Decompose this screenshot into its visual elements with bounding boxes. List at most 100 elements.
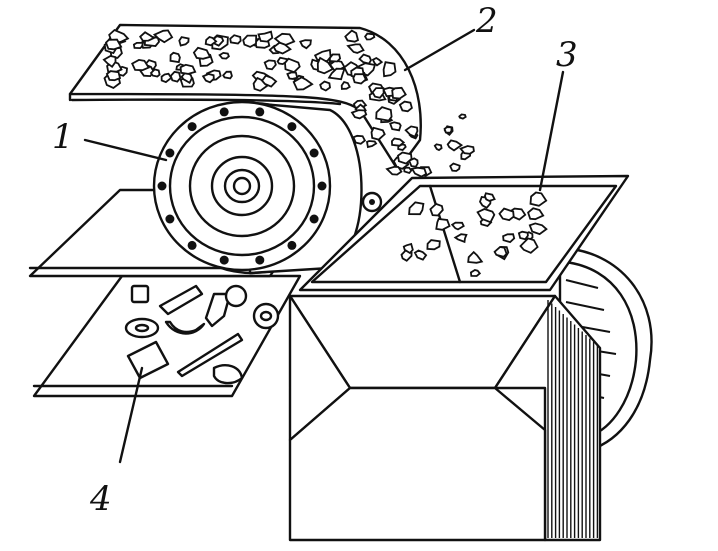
ore-pieces-in-chute [400, 191, 548, 277]
ore-piece [426, 239, 441, 251]
callout-chute: 3 [556, 35, 578, 75]
ore-piece [149, 68, 161, 78]
ore-piece [390, 137, 406, 147]
iron-cylinder [126, 340, 170, 380]
ore-piece [493, 246, 508, 258]
ore-piece [446, 139, 464, 152]
iron-objects [124, 284, 280, 385]
ore-piece [105, 70, 122, 82]
pulley-bolt [255, 255, 265, 265]
ore-piece [222, 70, 233, 80]
ore-piece [443, 126, 453, 134]
ore-piece [529, 191, 548, 207]
callout-iron-objects: 4 [89, 479, 112, 519]
ore-piece [169, 51, 181, 64]
pulley-bolt [187, 240, 197, 250]
ore-bin [288, 294, 602, 542]
iron-collection-tray [32, 274, 302, 398]
iron-clip [164, 320, 206, 335]
ore-piece [398, 100, 413, 113]
ore-piece [316, 56, 335, 75]
pulley-bolt [317, 181, 327, 191]
ore-piece [192, 46, 212, 60]
ore-piece [476, 208, 496, 224]
ore-piece [169, 70, 182, 83]
pulley-bolt [255, 107, 265, 117]
ore-piece [371, 56, 384, 67]
ore-piece [178, 36, 190, 47]
ore-piece [139, 31, 156, 42]
ore-piece [201, 73, 215, 84]
ore-piece [292, 76, 314, 91]
ore-piece [218, 51, 230, 60]
ore-piece [382, 61, 397, 78]
pulley-bolt [165, 148, 175, 158]
ore-piece [328, 53, 342, 63]
ore-piece [433, 143, 443, 152]
ore-piece [344, 29, 360, 43]
ore-piece [397, 151, 413, 165]
ore-pieces-on-belt [102, 28, 413, 149]
pulley-bolt [219, 107, 229, 117]
ore-piece [453, 233, 468, 244]
ore-piece [260, 74, 278, 88]
ore-piece [403, 166, 413, 175]
ore-piece [435, 218, 451, 231]
ore-piece [413, 249, 428, 261]
ore-piece [257, 30, 274, 43]
ore-piece [102, 55, 117, 68]
pulley-bolt [157, 181, 167, 191]
ore-piece [152, 29, 174, 44]
ore-piece [204, 35, 218, 47]
pulley-bolts [157, 107, 327, 265]
iron-rod [176, 332, 244, 378]
ore-piece [132, 41, 145, 50]
callout-leaders [83, 28, 565, 464]
fan-blade [565, 279, 599, 289]
ore-piece [517, 230, 529, 241]
ore-piece [160, 72, 173, 84]
ore-piece [375, 106, 393, 122]
ore-piece [528, 222, 548, 236]
iron-bolt [158, 284, 204, 316]
ore-piece [131, 58, 151, 72]
ore-piece [364, 32, 376, 41]
ore-piece [229, 34, 242, 45]
ore-piece [502, 233, 516, 244]
ore-piece [263, 59, 277, 71]
ore-piece [352, 73, 367, 85]
ore-piece [104, 38, 123, 51]
ore-piece [365, 140, 378, 149]
ore-piece [458, 113, 467, 120]
iron-ring [124, 317, 160, 339]
ore-piece [449, 162, 461, 172]
chute [298, 174, 630, 292]
iron-gear [224, 284, 248, 308]
ore-piece [402, 242, 414, 255]
iron-plate [130, 284, 150, 304]
ore-piece [469, 269, 482, 277]
ore-piece [527, 207, 545, 221]
ore-piece [350, 109, 368, 120]
ore-piece [389, 121, 402, 132]
ore-piece [346, 43, 365, 54]
pulley-bolt [287, 122, 297, 132]
ore-piece [404, 125, 419, 138]
ore-piece [391, 86, 407, 100]
ore-piece [273, 32, 296, 46]
ore-piece [467, 250, 484, 264]
pulley-bolt [309, 214, 319, 224]
pulley-bolt [165, 214, 175, 224]
ore-piece [319, 80, 331, 92]
pulley-gear [361, 191, 383, 213]
iron-nut [252, 302, 280, 330]
ore-piece [410, 166, 428, 178]
ore-piece [371, 87, 385, 99]
ore-piece [385, 165, 403, 176]
magnetic-pulley [152, 100, 363, 275]
pulley-bolt [219, 255, 229, 265]
ore-piece [286, 71, 299, 80]
fan-blade [565, 301, 605, 311]
ore-piece [408, 201, 425, 216]
